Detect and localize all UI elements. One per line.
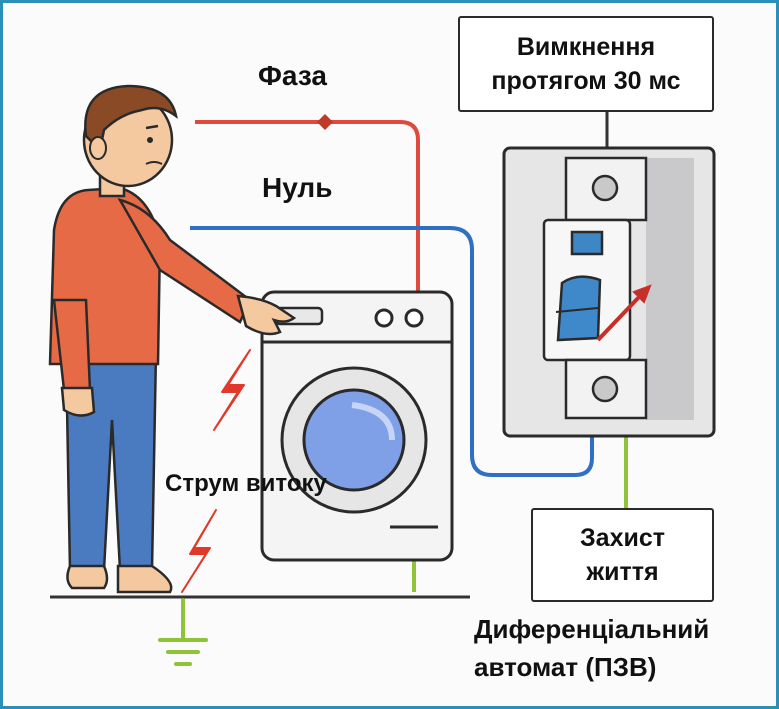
phase-wire [195, 120, 420, 298]
device-label-line-2: автомат (ПЗВ) [474, 652, 657, 682]
shutdown-line-1: Вимкнення [516, 33, 656, 61]
lightning-bolt-icon [213, 349, 251, 431]
phase-label: Фаза [258, 60, 327, 91]
protection-box: Захист життя [531, 508, 714, 602]
leakage-current-label: Струм витоку [165, 470, 327, 497]
phase-marker [317, 114, 333, 130]
device-label-line-1: Диференціальний [474, 614, 710, 644]
washing-machine-icon [260, 290, 454, 562]
person-icon [48, 84, 297, 594]
neutral-label: Нуль [262, 172, 333, 203]
protection-line-2: життя [586, 558, 659, 586]
trip-arrow [596, 294, 642, 342]
shutdown-line-2: протягом 30 мс [491, 67, 681, 95]
neutral-wire [190, 226, 594, 477]
lightning-bolt-icon [181, 509, 217, 593]
protection-line-1: Захист [580, 524, 665, 552]
ground-icon [158, 598, 208, 666]
rcd-breaker-icon [502, 146, 716, 438]
shutdown-time-box: Вимкнення протягом 30 мс [458, 16, 714, 112]
